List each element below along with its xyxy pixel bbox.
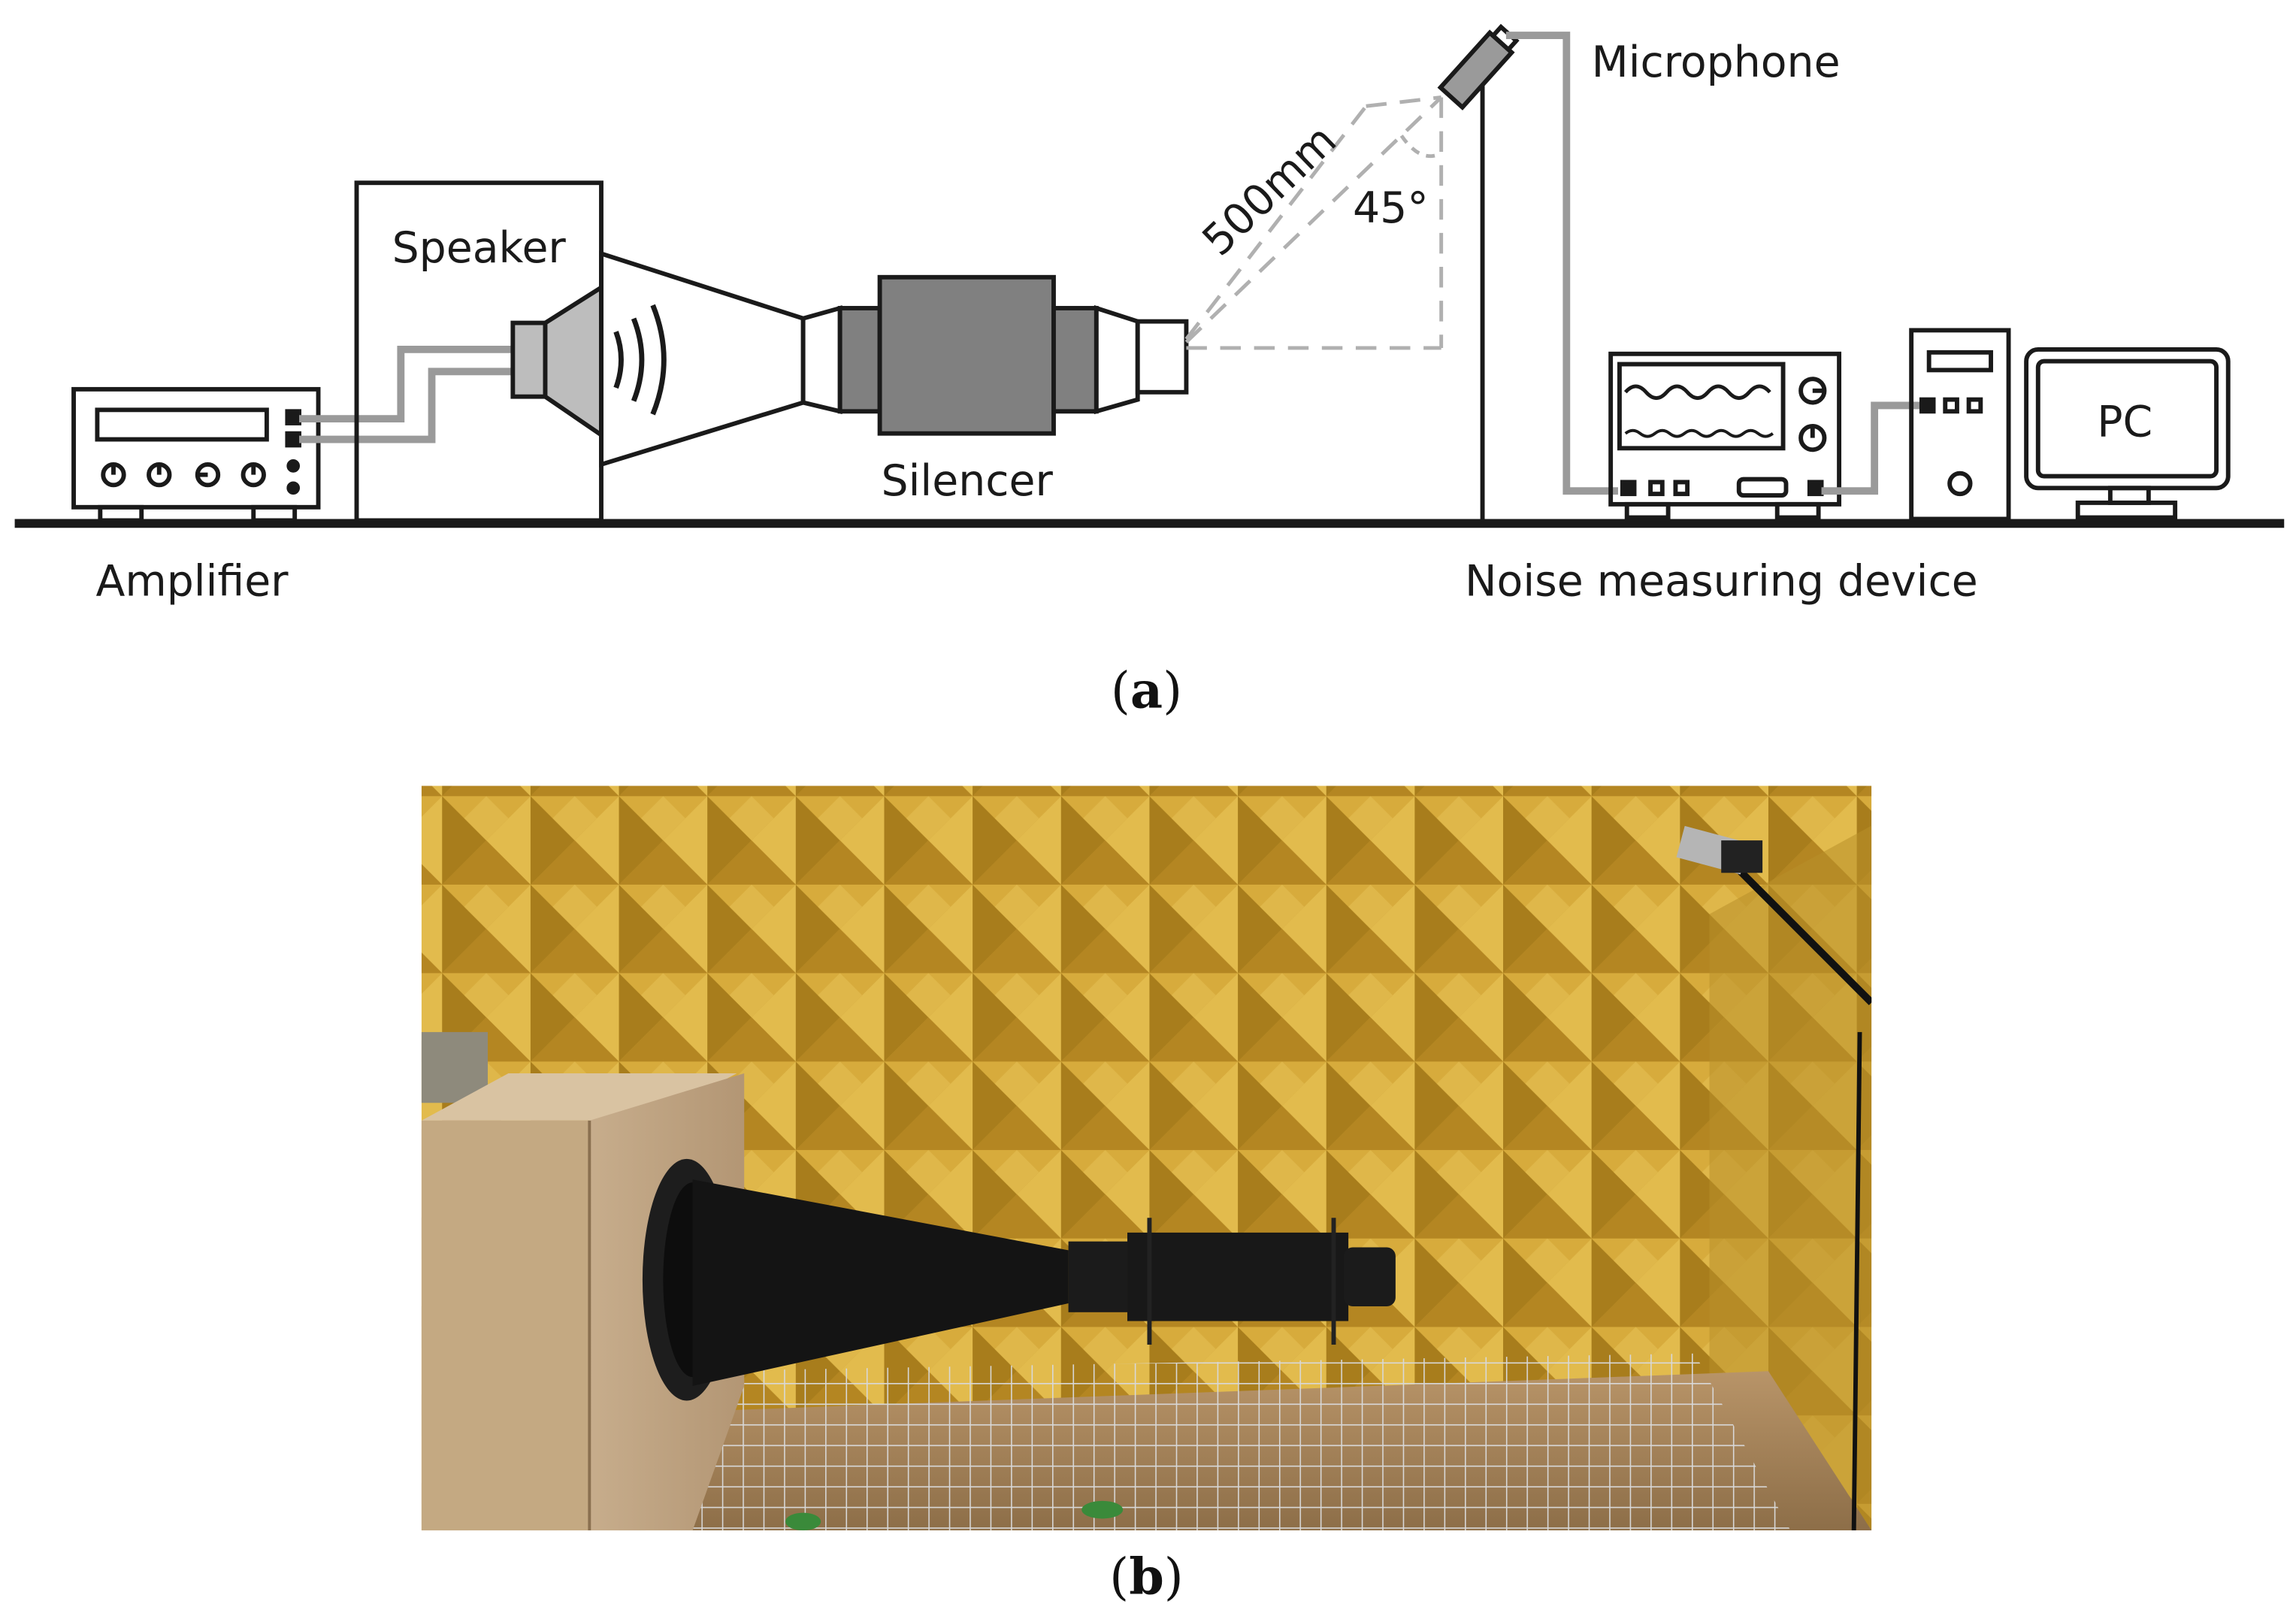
- side-foam-wall: [1709, 825, 1872, 1531]
- caption-a: (a): [1111, 661, 1182, 720]
- speaker-label: Speaker: [392, 223, 567, 273]
- microphone-label: Microphone: [1592, 38, 1841, 87]
- green-clip-1: [785, 1512, 821, 1531]
- noise-measuring-device: [1608, 351, 1842, 520]
- horn-cone-outline: [599, 250, 806, 468]
- photo-mic-cable: [1851, 1032, 1862, 1531]
- panel-a-schematic: [14, 23, 2285, 528]
- amplifier-knobs: [101, 462, 266, 488]
- amplifier-speaker-cables: [299, 345, 516, 443]
- speaker-driver: [510, 283, 603, 440]
- amplifier-unit: [71, 386, 321, 523]
- measurement-guides: [1184, 95, 1444, 350]
- microphone-cable: [1505, 32, 1618, 495]
- pc-tower: [1909, 328, 2011, 522]
- silencer-label: Silencer: [882, 456, 1054, 506]
- device-pc-cable: [1821, 401, 1922, 495]
- caption-b-letter: b: [1129, 1546, 1164, 1605]
- pc-label: PC: [2097, 398, 2152, 447]
- photo-mic-stand: [1736, 867, 1872, 1006]
- caption-a-letter: a: [1130, 661, 1163, 720]
- panel-b-photo: [421, 785, 1872, 1531]
- distance-label: 500mm: [1193, 115, 1346, 265]
- noise-device-label: Noise measuring device: [1465, 556, 1978, 606]
- caption-b: (b): [1109, 1546, 1184, 1605]
- amplifier-label: Amplifier: [95, 556, 289, 606]
- angle-label: 45°: [1353, 183, 1429, 233]
- black-horn-and-silencer: [642, 1158, 1396, 1401]
- green-clip-2: [1081, 1500, 1124, 1519]
- photo-microphone: [1676, 825, 1763, 875]
- sound-waves: [613, 304, 667, 416]
- wire-mesh-floor: [634, 1353, 1791, 1531]
- silencer-assembly: [800, 274, 1189, 436]
- pc-monitor: [2024, 347, 2231, 520]
